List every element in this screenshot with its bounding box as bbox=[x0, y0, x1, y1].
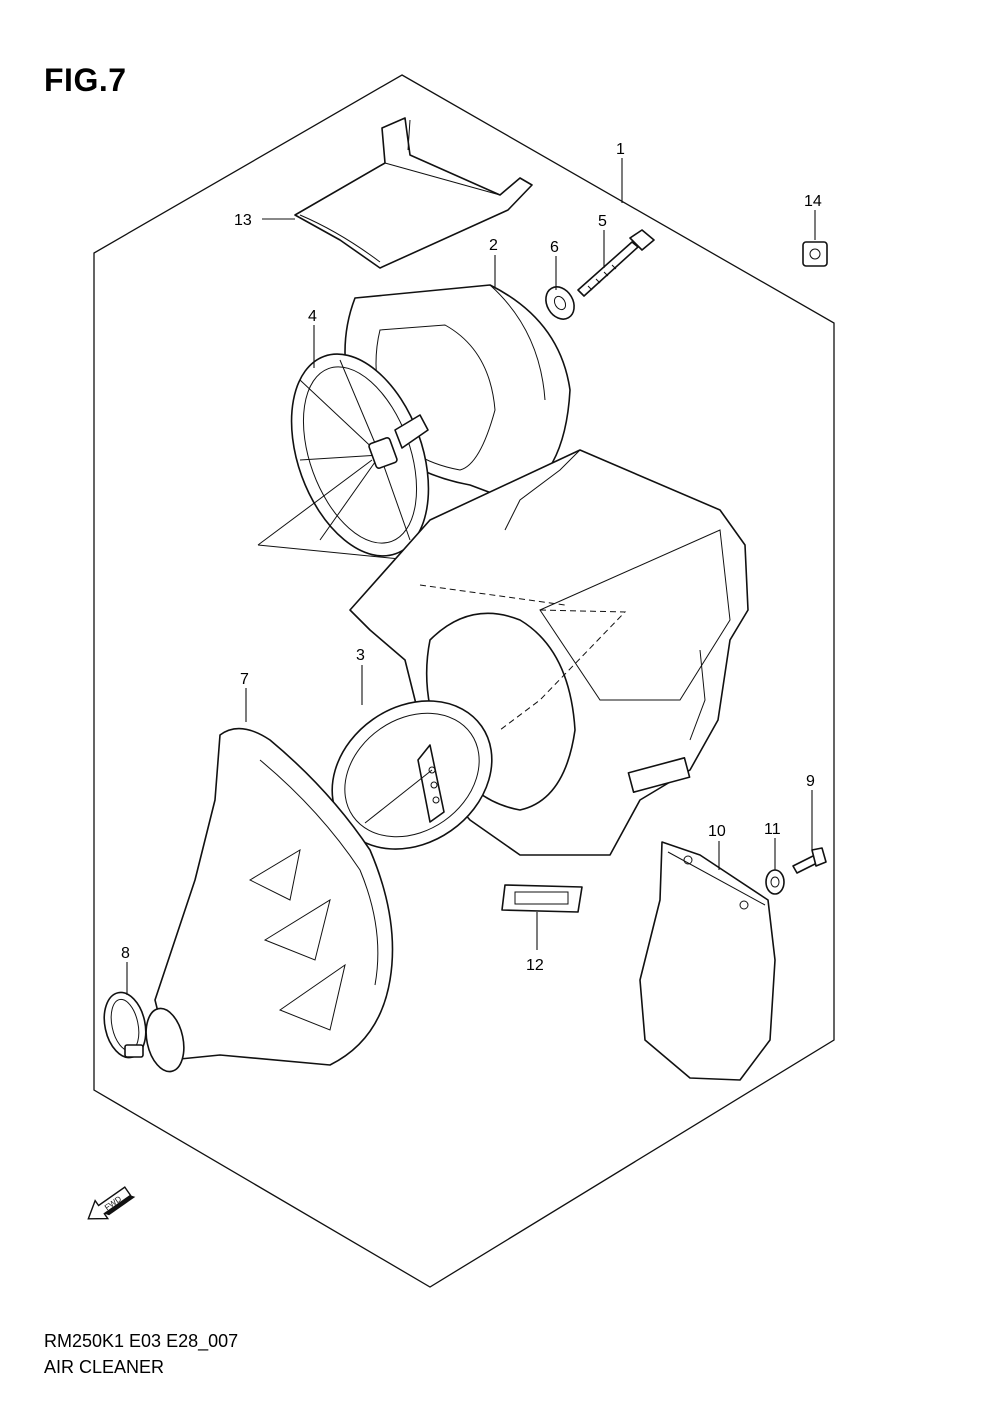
part-14-clip-nut[interactable] bbox=[802, 241, 828, 267]
part-7-intake-duct[interactable] bbox=[154, 727, 394, 1066]
callout-labels: 1 2 3 4 5 6 7 8 9 10 11 12 13 14 bbox=[121, 141, 822, 974]
drawing-code: RM250K1 E03 E28_007 bbox=[44, 1331, 239, 1351]
callout-10: 10 bbox=[708, 823, 726, 840]
callout-14: 14 bbox=[804, 193, 822, 210]
part-6-washer[interactable] bbox=[540, 282, 580, 324]
callout-11: 11 bbox=[764, 821, 781, 838]
part-5-bolt[interactable] bbox=[577, 229, 655, 297]
callout-3: 3 bbox=[356, 647, 365, 664]
part-11-washer[interactable] bbox=[765, 869, 785, 895]
callout-12: 12 bbox=[526, 957, 544, 974]
callout-9: 9 bbox=[806, 773, 815, 790]
part-13-top-cover[interactable] bbox=[294, 117, 533, 269]
callout-13: 13 bbox=[234, 212, 252, 229]
part-4-filter-cage[interactable] bbox=[257, 335, 454, 575]
callout-7: 7 bbox=[240, 671, 249, 688]
part-9-screw[interactable] bbox=[792, 847, 827, 874]
fwd-arrow-icon: FWD bbox=[87, 1186, 136, 1220]
callout-4: 4 bbox=[308, 308, 317, 325]
part-8-hose-clamp[interactable] bbox=[99, 989, 190, 1075]
drawing-name: AIR CLEANER bbox=[44, 1357, 165, 1377]
callout-2: 2 bbox=[489, 237, 498, 254]
part-12-strap[interactable] bbox=[501, 884, 583, 913]
leader-lines bbox=[126, 158, 816, 995]
callout-5: 5 bbox=[598, 213, 607, 230]
part-10-mud-flap[interactable] bbox=[639, 841, 776, 1081]
callout-8: 8 bbox=[121, 945, 130, 962]
figure-title: FIG.7 bbox=[44, 62, 127, 98]
callout-1: 1 bbox=[616, 141, 625, 158]
assembly-boundary bbox=[93, 74, 835, 1288]
part-3-outer-cage[interactable] bbox=[303, 671, 520, 880]
callout-6: 6 bbox=[550, 239, 559, 256]
